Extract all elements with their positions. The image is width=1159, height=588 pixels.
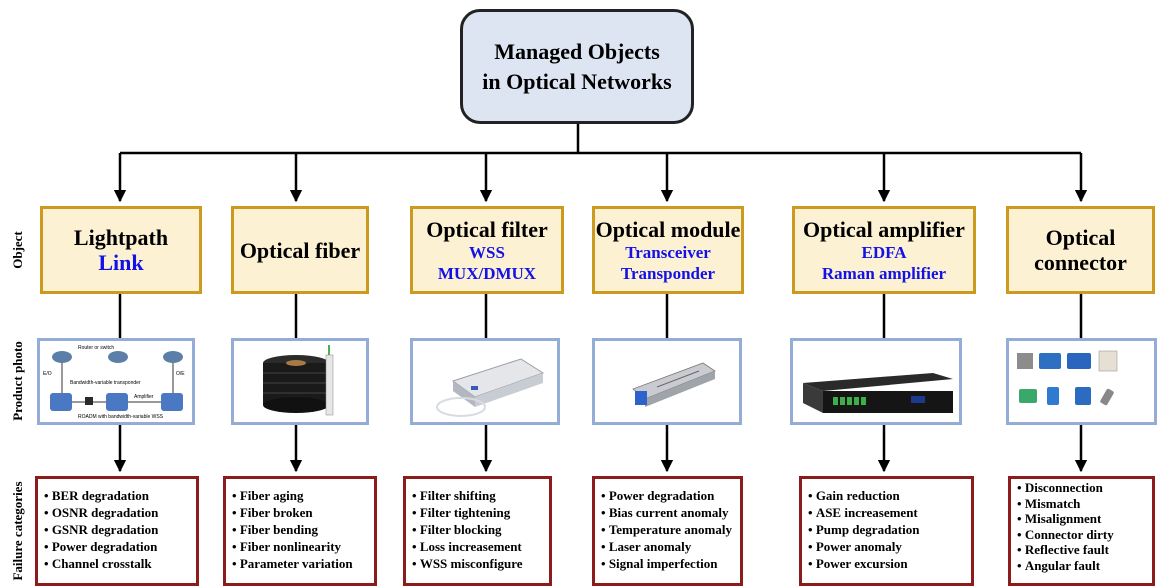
failure-list-lightpath: BER degradation OSNR degradation GSNR de… xyxy=(35,476,199,586)
failure-item: Fiber aging xyxy=(232,487,370,504)
failure-item: Fiber broken xyxy=(232,504,370,521)
object-title-line2: connector xyxy=(1034,250,1127,275)
failure-item: Parameter variation xyxy=(232,555,370,572)
failure-item: Filter shifting xyxy=(412,487,545,504)
photo-fiber-connectors xyxy=(1006,338,1157,425)
object-title: Optical filter xyxy=(426,216,548,242)
failure-item: Reflective fault xyxy=(1017,542,1148,558)
photo-rack-amplifier xyxy=(790,338,962,425)
object-lightpath: Lightpath Link xyxy=(40,206,202,294)
failure-item: WSS misconfigure xyxy=(412,555,545,572)
object-title: Optical amplifier xyxy=(803,216,965,242)
object-subtitle: WSS xyxy=(469,242,505,262)
object-subtitle: Transponder xyxy=(620,263,716,283)
row-label-object: Object xyxy=(10,231,25,269)
root-title-line2: in Optical Networks xyxy=(482,68,672,94)
failure-item: Fiber bending xyxy=(232,521,370,538)
object-optical-amplifier: Optical amplifier EDFA Raman amplifier xyxy=(792,206,976,294)
row-label-product-photo: Product photo xyxy=(10,341,25,421)
failure-item: Loss increasement xyxy=(412,538,545,555)
root-node: Managed Objects in Optical Networks xyxy=(460,9,694,124)
object-title: Optical module xyxy=(595,216,741,242)
failure-item: GSNR degradation xyxy=(44,521,192,538)
object-optical-fiber: Optical fiber xyxy=(231,206,369,294)
object-optical-filter: Optical filter WSS MUX/DMUX xyxy=(410,206,564,294)
failure-list-optical-module: Power degradation Bias current anomaly T… xyxy=(592,476,743,586)
failure-item: Signal imperfection xyxy=(601,555,736,572)
failure-item: Connector dirty xyxy=(1017,527,1148,543)
failure-item: Laser anomaly xyxy=(601,538,736,555)
object-title: Lightpath xyxy=(73,225,169,250)
failure-item: Disconnection xyxy=(1017,480,1148,496)
failure-item: Fiber nonlinearity xyxy=(232,538,370,555)
failure-item: Angular fault xyxy=(1017,558,1148,574)
failure-item: Power degradation xyxy=(601,487,736,504)
failure-item: Misalignment xyxy=(1017,511,1148,527)
failure-item: Power excursion xyxy=(808,555,967,572)
object-subtitle: Raman amplifier xyxy=(821,263,947,283)
photo-sfp-transceiver xyxy=(592,338,742,425)
object-optical-connector: Optical connector xyxy=(1006,206,1155,294)
object-title: Optical xyxy=(1045,225,1116,250)
object-optical-module: Optical module Transceiver Transponder xyxy=(592,206,744,294)
object-subtitle: Transceiver xyxy=(625,242,711,262)
failure-list-optical-fiber: Fiber aging Fiber broken Fiber bending F… xyxy=(223,476,377,586)
failure-item: Channel crosstalk xyxy=(44,555,192,572)
diagram-label: E/O xyxy=(43,371,52,377)
photo-fiber-cable-spool xyxy=(231,338,369,425)
failure-item: Filter blocking xyxy=(412,521,545,538)
failure-list-optical-connector: Disconnection Mismatch Misalignment Conn… xyxy=(1008,476,1155,586)
photo-wss-module xyxy=(410,338,560,425)
row-label-failure-categories: Failure categories xyxy=(10,481,25,581)
failure-item: Bias current anomaly xyxy=(601,504,736,521)
failure-item: Power anomaly xyxy=(808,538,967,555)
object-subtitle: MUX/DMUX xyxy=(437,263,537,283)
diagram-label: Amplifier xyxy=(134,394,154,400)
failure-item: Filter tightening xyxy=(412,504,545,521)
root-title-line1: Managed Objects xyxy=(494,38,660,64)
photo-network-diagram: Router or switch E/O O/E Bandwidth-varia… xyxy=(37,338,195,425)
failure-item: Gain reduction xyxy=(808,487,967,504)
diagram-label: O/E xyxy=(176,371,185,377)
diagram-label: ROADM with bandwidth-variable WSS xyxy=(78,414,164,420)
failure-item: Pump degradation xyxy=(808,521,967,538)
failure-item: Temperature anomaly xyxy=(601,521,736,538)
failure-item: ASE increasement xyxy=(808,504,967,521)
failure-item: Mismatch xyxy=(1017,496,1148,512)
diagram-label: Router or switch xyxy=(78,345,114,351)
object-title: Optical fiber xyxy=(239,237,361,263)
failure-list-optical-filter: Filter shifting Filter tightening Filter… xyxy=(403,476,552,586)
object-subtitle: EDFA xyxy=(861,242,907,262)
failure-item: Power degradation xyxy=(44,538,192,555)
failure-item: BER degradation xyxy=(44,487,192,504)
failure-list-optical-amplifier: Gain reduction ASE increasement Pump deg… xyxy=(799,476,974,586)
diagram-label: Bandwidth-variable transponder xyxy=(70,380,141,386)
object-subtitle: Link xyxy=(98,250,144,275)
failure-item: OSNR degradation xyxy=(44,504,192,521)
